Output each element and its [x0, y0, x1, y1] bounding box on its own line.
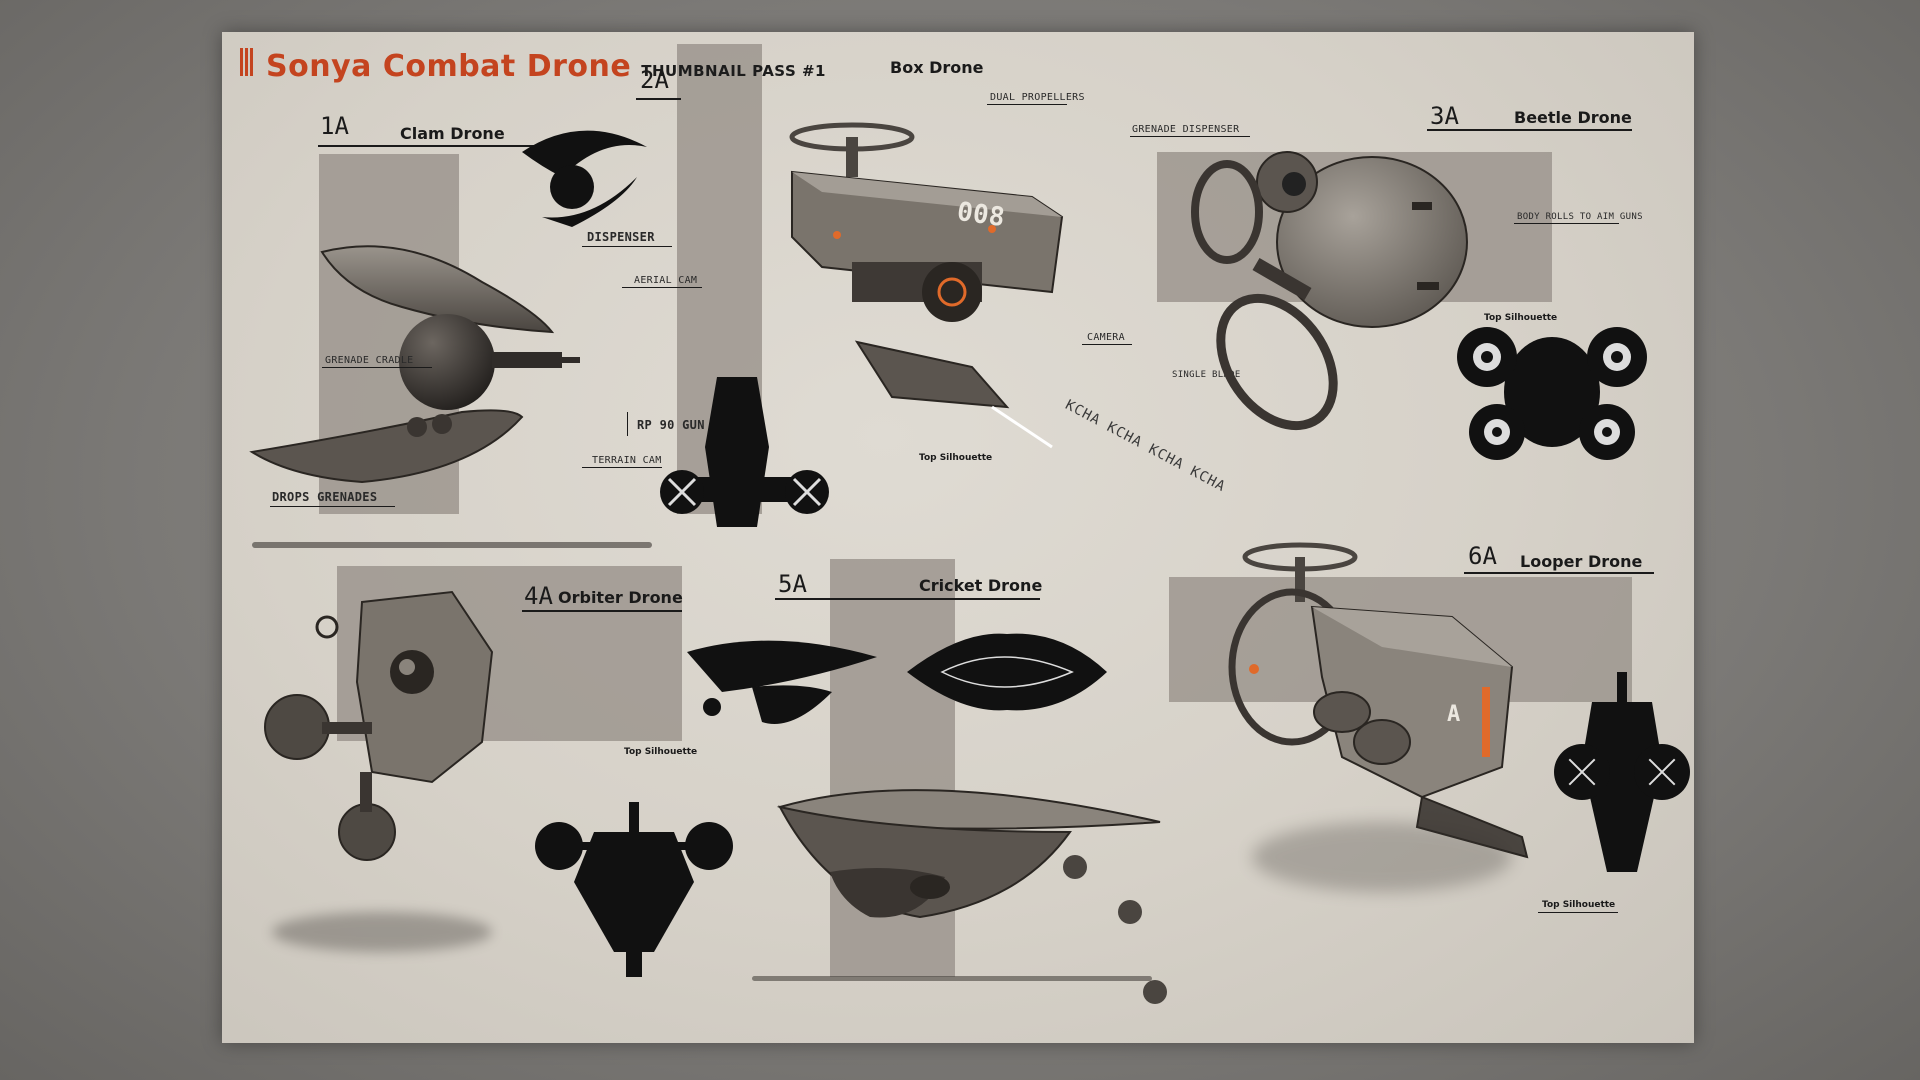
cricket-drone-silhouette-side [687, 640, 877, 724]
title-mark-icon [240, 48, 254, 76]
looper-drone-silhouette [1554, 672, 1690, 872]
note-single-blade: Single Blade [1172, 370, 1241, 380]
drone-name-5a: Cricket Drone [919, 576, 1043, 595]
sheet-title: Sonya Combat Drone [266, 49, 632, 84]
note-grenade-dispenser: Grenade Dispenser [1132, 124, 1240, 135]
note-body-rolls: Body Rolls to Aim Guns [1517, 212, 1643, 222]
looper-marking: A [1447, 702, 1461, 727]
drone-name-4a: Orbiter Drone [558, 588, 683, 607]
drone-name-1a: Clam Drone [400, 124, 505, 143]
note-camera: Camera [1087, 332, 1125, 343]
note-terrain-cam: Terrain Cam [592, 455, 662, 466]
drone-name-6a: Looper Drone [1520, 552, 1643, 571]
silhouette-label-4a: Top Silhouette [624, 747, 698, 757]
orbiter-shadow [272, 912, 492, 952]
drone-code-6a: 6A [1468, 542, 1497, 570]
note-grenade-cradle: Grenade Cradle [325, 355, 414, 366]
drone-code-1a: 1A [320, 112, 349, 140]
beetle-drone-render [1191, 151, 1468, 431]
orbiter-drone-silhouette [535, 802, 733, 977]
silhouette-label-6a: Top Silhouette [1542, 900, 1616, 910]
beetle-drone-silhouette [1457, 327, 1647, 460]
drone-name-3a: Beetle Drone [1514, 108, 1632, 127]
looper-drone-render [1228, 542, 1529, 859]
box-drone-silhouette [660, 377, 829, 527]
box-number: 008 [955, 196, 1007, 234]
drone-code-3a: 3A [1430, 102, 1459, 130]
cricket-drone-silhouette-top [907, 633, 1107, 711]
looper-shadow [1252, 822, 1512, 892]
clam-drone-silhouette [522, 130, 647, 227]
cricket-drone-render [776, 789, 1167, 1004]
sheet-subtitle: THUMBNAIL PASS #1 [641, 62, 826, 80]
note-dual-propellers: Dual Propellers [990, 92, 1085, 103]
orbiter-drone-render [264, 590, 494, 861]
note-aerial-cam: Aerial Cam [634, 275, 698, 286]
note-dispenser: Dispenser [587, 230, 655, 244]
note-drops-grenades: Drops Grenades [272, 490, 378, 504]
drone-code-4a: 4A [524, 582, 553, 610]
clam-drone-render [249, 245, 580, 484]
drone-name-2a: Box Drone [890, 58, 984, 77]
concept-sheet: Sonya Combat Drone THUMBNAIL PASS #1 1A … [222, 32, 1694, 1043]
sheet-header: Sonya Combat Drone THUMBNAIL PASS #1 [240, 48, 826, 84]
box-drone-render [789, 122, 1064, 449]
silhouette-label-3a: Top Silhouette [1484, 313, 1558, 323]
drone-code-2a: 2A [640, 66, 669, 94]
silhouette-label-2a: Top Silhouette [919, 453, 993, 463]
drone-code-5a: 5A [778, 570, 807, 598]
